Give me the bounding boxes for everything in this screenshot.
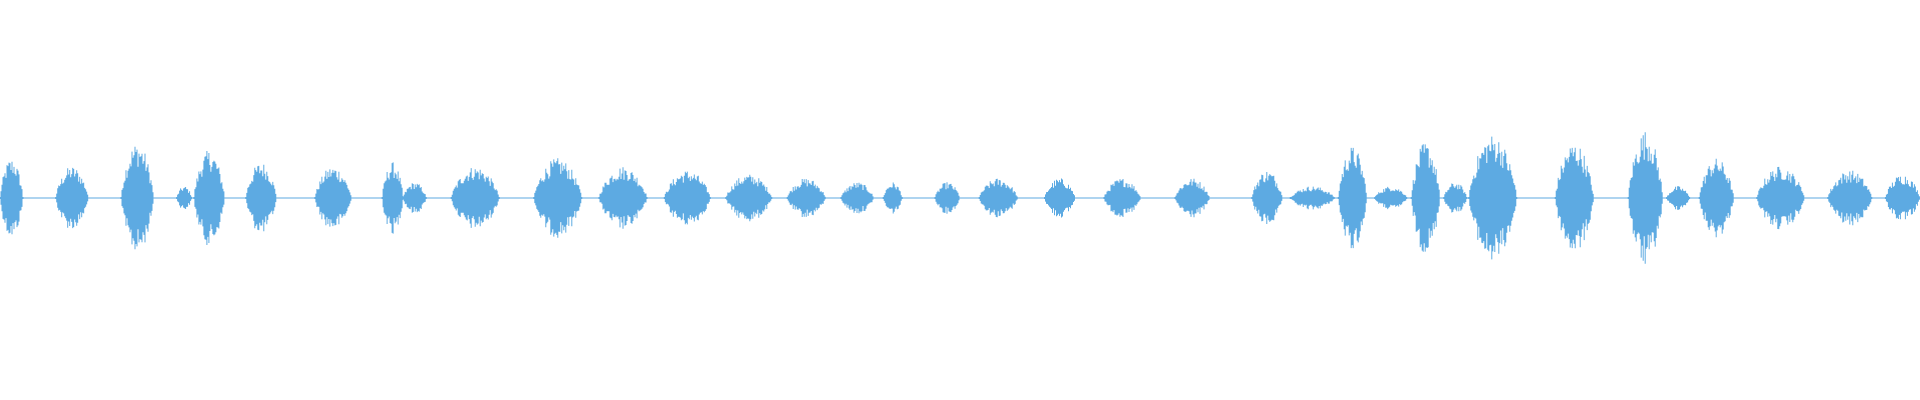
waveform-segment (1884, 176, 1920, 220)
waveform-segment (1103, 179, 1141, 217)
waveform-segment (55, 167, 89, 229)
waveform-segment (978, 178, 1018, 218)
waveform-segment (381, 162, 404, 234)
waveform-segment (725, 174, 773, 222)
waveform-segment (1374, 186, 1408, 210)
waveform-segment (663, 171, 711, 225)
waveform-segment (245, 164, 277, 232)
waveform-segment (533, 158, 583, 238)
waveform-segment (786, 179, 826, 217)
waveform-segment (1827, 170, 1873, 226)
waveform-segment (193, 151, 225, 245)
waveform-segment (882, 182, 903, 214)
waveform-segment (1443, 183, 1468, 213)
waveform-segment (1044, 178, 1075, 218)
waveform-segment (1554, 147, 1594, 249)
waveform-segment (1627, 132, 1663, 264)
waveform-segment (1756, 166, 1805, 230)
waveform-segment (1174, 178, 1210, 218)
waveform-segment (0, 161, 24, 235)
waveform-segment (314, 169, 352, 227)
waveform-segment (1468, 136, 1518, 260)
waveform-peaks (0, 132, 1920, 264)
waveform-segment (120, 146, 154, 250)
waveform-segment (176, 187, 193, 209)
waveform-segment (1337, 147, 1367, 249)
waveform-segment (402, 183, 427, 213)
waveform-segment (840, 182, 874, 214)
waveform-segment (1666, 186, 1691, 210)
waveform-segment (1698, 158, 1734, 238)
waveform-segment (934, 182, 960, 214)
waveform-segment (1410, 144, 1440, 252)
waveform-segment (450, 168, 500, 228)
waveform-segment (1289, 186, 1335, 210)
waveform-segment (598, 167, 648, 229)
waveform-segment (1251, 172, 1283, 224)
